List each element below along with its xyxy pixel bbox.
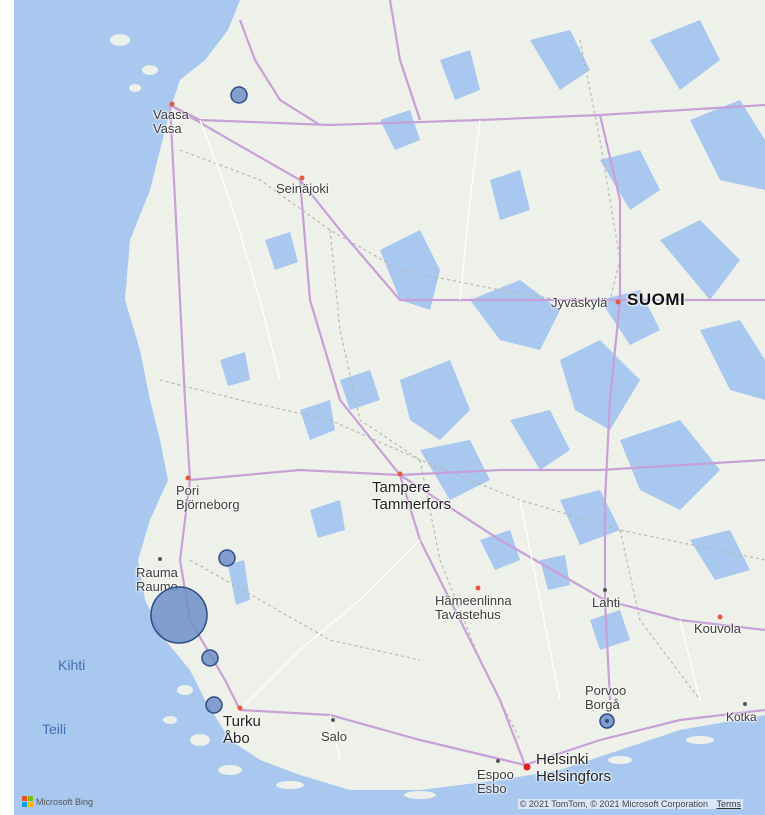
city-label-jyvaskyla: Jyväskylä <box>551 295 608 310</box>
microsoft-logo-icon <box>22 796 33 807</box>
city-label-salo: Salo <box>321 729 348 744</box>
bubble-marker[interactable] <box>230 86 248 104</box>
sea-label-kihti: Kihti <box>58 657 86 673</box>
bing-logo: Microsoft Bing <box>22 796 93 807</box>
left-edge-strip <box>0 0 14 815</box>
copyright-bar: © 2021 TomTom, © 2021 Microsoft Corporat… <box>517 799 743 809</box>
city-dot-turku <box>237 705 243 711</box>
city-dot-pori <box>185 475 191 481</box>
terms-link[interactable]: Terms <box>716 799 742 809</box>
city-dot-helsinki <box>523 763 531 771</box>
city-dot-kotka <box>743 702 747 706</box>
bubble-marker[interactable] <box>201 649 219 667</box>
city-dot-espoo <box>496 759 500 763</box>
bubble-marker[interactable] <box>150 586 208 644</box>
city-label-lahti: Lahti <box>592 595 621 610</box>
city-dot-kouvola <box>717 614 723 620</box>
sea-label-teili: Teili <box>42 721 67 737</box>
minor-roads <box>199 119 701 761</box>
city-label-kouvola: Kouvola <box>694 621 741 636</box>
city-dot-salo <box>331 718 335 722</box>
city-dot-vaasa <box>169 101 175 107</box>
city-label-kotka: Kotka <box>726 710 757 724</box>
sea-area <box>14 0 765 815</box>
bubble-marker[interactable] <box>205 696 223 714</box>
provider-label: Microsoft Bing <box>36 796 94 807</box>
bubble-marker[interactable] <box>218 549 236 567</box>
city-dot-seinajoki <box>299 175 305 181</box>
city-dot-jyvaskyla <box>615 299 621 305</box>
city-dot-lahti <box>603 588 607 592</box>
copyright-text: © 2021 TomTom, © 2021 Microsoft Corporat… <box>519 799 708 809</box>
city-dot-rauma <box>158 557 162 561</box>
city-dot-tampere <box>397 471 403 477</box>
lakes <box>220 20 765 650</box>
city-dot-hameenlinna <box>475 585 481 591</box>
roads <box>168 0 765 767</box>
city-label-seinajoki: Seinäjoki <box>276 181 329 196</box>
country-label: SUOMI <box>627 290 686 309</box>
